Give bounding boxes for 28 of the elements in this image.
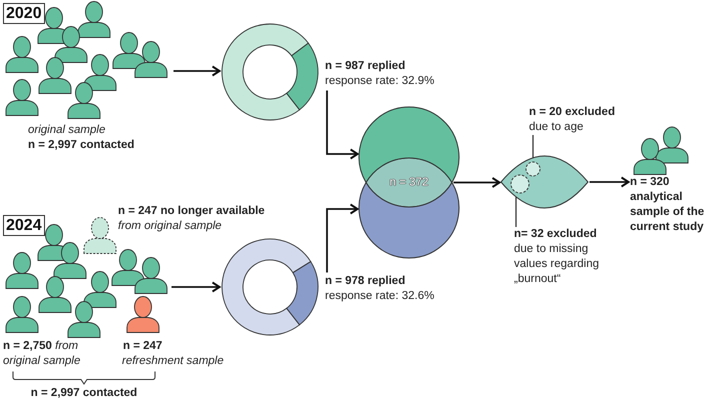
dashed-circle [510, 174, 530, 194]
rate-label: response rate: 32.6% [325, 289, 434, 304]
arrow [326, 90, 359, 160]
count-label: n = 978 replied [325, 274, 406, 289]
count-label: n = 247 no longer available [118, 204, 265, 219]
arrow [454, 177, 500, 188]
sample-caption: original sample [28, 123, 106, 138]
sample-count: n = 2,997 contacted [28, 138, 134, 153]
arrow [326, 204, 358, 272]
reason-text: due to missing values regarding „burnout“ [514, 242, 600, 287]
lens-shape [501, 156, 588, 208]
result-label: n = 320 analytical sample of the current study [630, 175, 708, 235]
count-label: n = 987 replied [325, 59, 406, 74]
arrow [174, 66, 220, 76]
overlap-count: n = 372 [390, 175, 428, 190]
count-label: n= 32 excluded [514, 227, 597, 242]
arrow [590, 176, 630, 188]
dashed-circle [525, 161, 541, 177]
count-label: n = 20 excluded [529, 105, 615, 120]
note-text: from original sample [118, 219, 222, 234]
arrow [172, 282, 220, 292]
count-label: n = 247 [123, 339, 162, 354]
sample-count: n = 2,750 from original sample [3, 339, 82, 369]
note-text: refreshment sample [122, 354, 224, 369]
total-label: n = 2,997 contacted [30, 386, 138, 401]
year-tag: 2024 [3, 215, 45, 236]
reason-text: due to age [529, 120, 584, 135]
rate-label: response rate: 32.9% [325, 74, 434, 89]
